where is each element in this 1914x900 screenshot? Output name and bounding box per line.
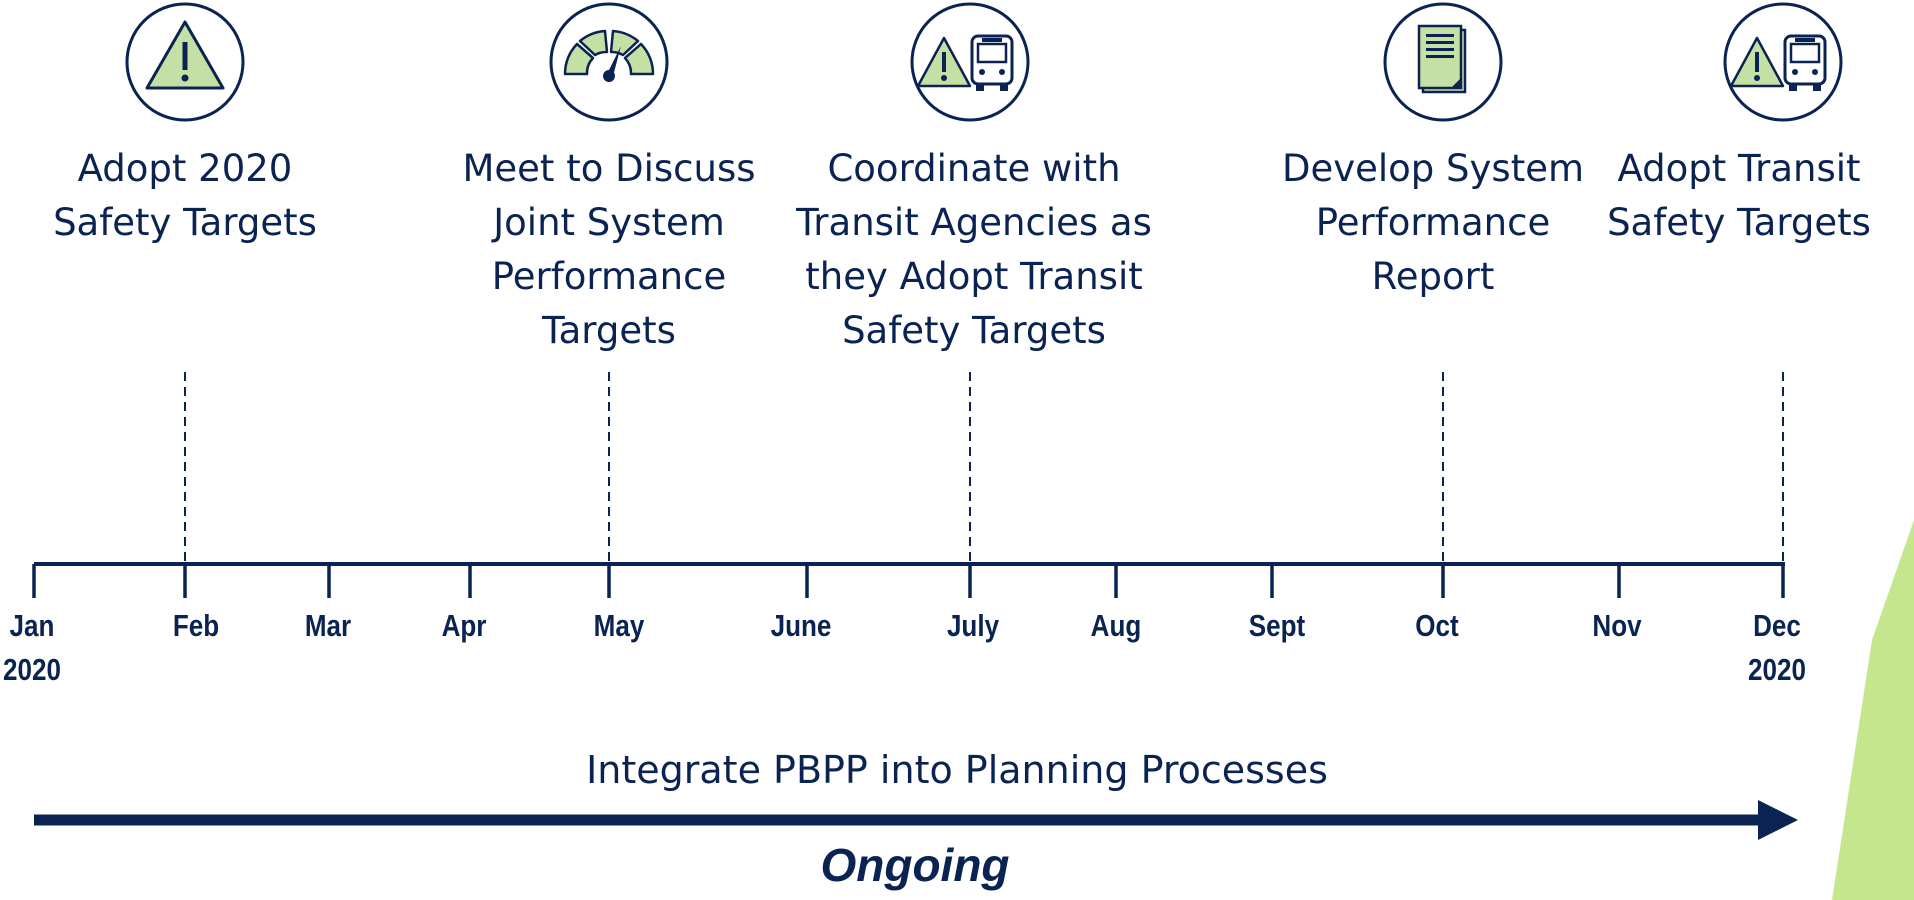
month-label-line: Oct bbox=[1415, 608, 1459, 643]
month-label-line: Feb bbox=[172, 608, 220, 643]
milestone-label: Develop System Performance Report bbox=[1223, 142, 1643, 304]
month-label: Sept bbox=[1218, 604, 1336, 648]
month-label-line: Mar bbox=[304, 608, 352, 643]
milestone-label: Meet to Discuss Joint System Performance… bbox=[399, 142, 819, 358]
month-ticks bbox=[32, 564, 1785, 598]
month-label-line: Nov bbox=[1592, 608, 1642, 643]
month-label-line: 2020 bbox=[3, 652, 61, 687]
month-label: Mar bbox=[269, 604, 387, 648]
month-label: Jan 2020 bbox=[0, 604, 91, 692]
milestone-label-line: Safety Targets bbox=[1607, 201, 1871, 244]
month-label-line: May bbox=[593, 608, 645, 643]
accent-wedge bbox=[1832, 520, 1914, 900]
ongoing-text: Ongoing bbox=[820, 839, 1010, 891]
ongoing-arrow-head bbox=[1758, 800, 1798, 840]
milestone-label-line: Coordinate with bbox=[827, 147, 1121, 190]
month-label: Oct bbox=[1378, 604, 1496, 648]
month-label-line: June bbox=[770, 608, 832, 643]
milestone-label-line: Develop System bbox=[1281, 147, 1585, 190]
milestone-label-line: Adopt 2020 bbox=[77, 147, 293, 190]
milestone-label-line: Performance bbox=[491, 255, 727, 298]
warning-icon bbox=[125, 2, 245, 122]
month-label-line: Dec bbox=[1753, 608, 1801, 643]
milestone-label: Adopt 2020 Safety Targets bbox=[0, 142, 395, 250]
month-label: Aug bbox=[1057, 604, 1175, 648]
milestone-label-line: Performance bbox=[1315, 201, 1551, 244]
month-label: Apr bbox=[405, 604, 523, 648]
month-label: Nov bbox=[1558, 604, 1676, 648]
milestone-label-line: Targets bbox=[542, 309, 676, 352]
milestone-label-line: Safety Targets bbox=[53, 201, 317, 244]
month-label: June bbox=[742, 604, 860, 648]
month-label: Dec 2020 bbox=[1718, 604, 1836, 692]
month-label-line: Aug bbox=[1090, 608, 1142, 643]
milestone-label: Adopt Transit Safety Targets bbox=[1564, 142, 1914, 250]
month-label: Feb bbox=[137, 604, 255, 648]
report-document-icon bbox=[1383, 2, 1503, 122]
warning-bus-icon bbox=[910, 2, 1030, 122]
month-label-line: Apr bbox=[441, 608, 487, 643]
milestone-label-line: Safety Targets bbox=[842, 309, 1106, 352]
month-label: May bbox=[560, 604, 678, 648]
milestone-label-line: Joint System bbox=[493, 201, 725, 244]
warning-bus-icon bbox=[1723, 2, 1843, 122]
month-label-line: 2020 bbox=[1748, 652, 1806, 687]
milestone-label-line: Transit Agencies as bbox=[796, 201, 1152, 244]
month-label-line: July bbox=[946, 608, 1000, 643]
gauge-icon bbox=[549, 2, 669, 122]
month-label: July bbox=[914, 604, 1032, 648]
milestone-label-line: Adopt Transit bbox=[1617, 147, 1861, 190]
milestone-label-line: Meet to Discuss bbox=[462, 147, 756, 190]
month-label-line: Sept bbox=[1248, 608, 1306, 643]
ongoing-process-label: Integrate PBPP into Planning Processes bbox=[586, 748, 1328, 792]
month-label-line: Jan bbox=[9, 608, 55, 643]
milestone-label-line: Report bbox=[1371, 255, 1495, 298]
milestone-label-line: they Adopt Transit bbox=[805, 255, 1143, 298]
milestone-label: Coordinate with Transit Agencies as they… bbox=[764, 142, 1184, 358]
